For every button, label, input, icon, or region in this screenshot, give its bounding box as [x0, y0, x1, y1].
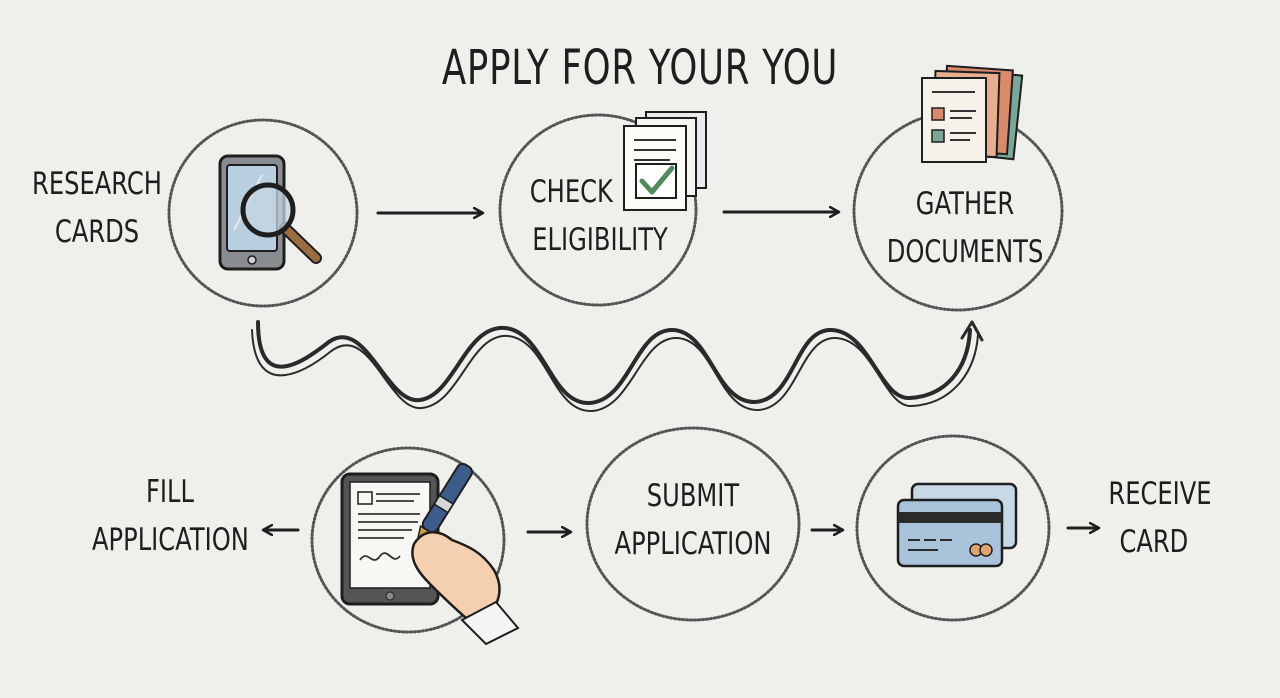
step-label-line1: SUBMIT: [646, 478, 740, 514]
step-label-fill-application: FILL APPLICATION: [92, 468, 249, 564]
tablet-pen-icon: [340, 462, 520, 646]
step-circle-submit: [585, 426, 801, 622]
phone-magnifier-icon: [218, 154, 322, 271]
step-label-line2: CARD: [1119, 524, 1189, 560]
documents-stack-icon: [921, 64, 1024, 163]
step-label-line2: DOCUMENTS: [886, 234, 1044, 270]
checklist-icon: [623, 111, 707, 211]
step-label-line2: APPLICATION: [92, 522, 249, 558]
step-circle-research: [167, 118, 359, 308]
step-label-line1: GATHER: [915, 186, 1015, 222]
diagram-title: APPLY FOR YOUR YOU: [441, 40, 839, 96]
step-label-gather-documents: GATHER DOCUMENTS: [879, 180, 1051, 276]
step-label-research-cards: RESEARCH CARDS: [31, 160, 164, 256]
step-label-line1: RECEIVE: [1108, 476, 1212, 512]
step-label-check-eligibility: CHECK ELIGIBILITY: [522, 168, 678, 264]
step-label-submit-application: SUBMIT APPLICATION: [607, 472, 779, 568]
step-circle-eligibility: [498, 113, 698, 307]
step-label-line1: FILL: [146, 474, 194, 510]
credit-card-icon: [896, 482, 1018, 568]
step-label-line1: CHECK: [529, 174, 613, 210]
step-label-line2: CARDS: [54, 214, 140, 250]
step-label-receive-card: RECEIVE CARD: [1098, 470, 1223, 566]
step-circle-receive: [855, 434, 1051, 622]
step-label-line2: ELIGIBILITY: [532, 222, 668, 258]
step-label-line2: APPLICATION: [614, 526, 772, 562]
wavy-arrow: [251, 320, 984, 413]
step-label-line1: RESEARCH: [32, 166, 162, 202]
step-circle-fill: [310, 446, 506, 634]
